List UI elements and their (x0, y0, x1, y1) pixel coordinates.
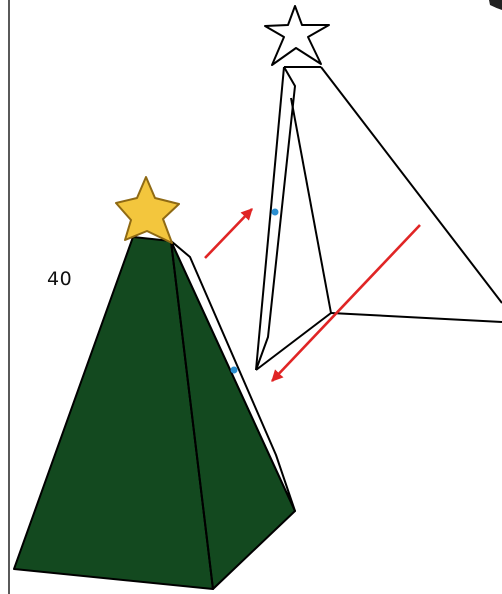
tree-flap (170, 240, 296, 512)
finished-tree (13, 236, 296, 590)
corner-fragment (489, 0, 502, 10)
arrow-up-right (204, 208, 253, 259)
outline-fold-left (255, 66, 285, 371)
outline-fold-center (290, 97, 332, 314)
marker-dot-outline (271, 208, 279, 216)
tree-fold-line (170, 240, 214, 590)
outline-side-face (320, 66, 502, 304)
star-icon (115, 176, 180, 244)
step-number: 40 (47, 268, 73, 290)
outline-tree (255, 5, 502, 371)
outline-fold-tab (255, 66, 296, 371)
outline-fold-diagonal (255, 312, 332, 371)
outline-bottom-edge (330, 312, 502, 323)
arrow-down-left (271, 224, 421, 382)
marker-dot-finished (230, 366, 238, 374)
star-outline-icon (264, 5, 330, 66)
